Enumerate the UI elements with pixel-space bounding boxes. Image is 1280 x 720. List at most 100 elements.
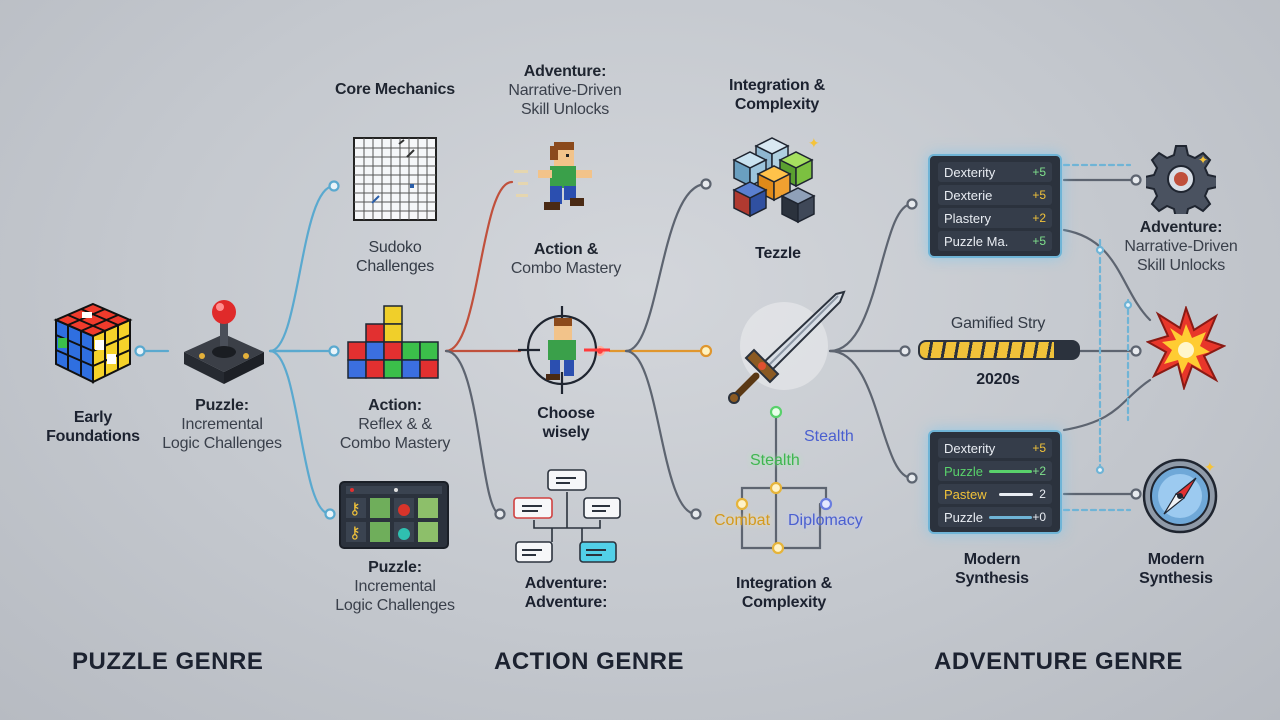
node-progress bbox=[899, 345, 911, 357]
node-dash-b bbox=[1123, 300, 1133, 310]
crosshair-target-icon bbox=[518, 306, 610, 394]
stat-value: +5 bbox=[1032, 165, 1046, 179]
node-sword-in bbox=[699, 344, 713, 358]
skill-line-right bbox=[774, 486, 828, 506]
link-crosshair-cube bbox=[624, 182, 708, 353]
stat-bar bbox=[998, 492, 1033, 496]
svg-text:✦: ✦ bbox=[808, 135, 820, 151]
stat-name: Plastery bbox=[944, 210, 991, 226]
stat-value: +5 bbox=[1032, 441, 1046, 455]
stat-name: Puzzle bbox=[944, 509, 984, 525]
link-sword-panel-top bbox=[828, 202, 914, 353]
category-adventure-genre: ADVENTURE GENRE bbox=[934, 648, 1183, 675]
sudoku-grid-icon bbox=[353, 137, 437, 221]
stat-name: Dexterie bbox=[944, 187, 993, 203]
node-cube bbox=[700, 178, 712, 190]
stat-name: Dexterity bbox=[944, 164, 996, 180]
node-dialog bbox=[494, 508, 506, 520]
node-early bbox=[134, 345, 146, 357]
link-crosshair-tree bbox=[624, 349, 698, 516]
link-top-to-explosion bbox=[1062, 228, 1152, 322]
stat-row: Plastery +2 bbox=[938, 208, 1052, 228]
node-tetris bbox=[328, 345, 340, 357]
sword-icon bbox=[728, 290, 846, 404]
label-core-mechanics: Core Mechanics bbox=[335, 81, 455, 98]
svg-text:⚷: ⚷ bbox=[349, 501, 361, 518]
category-puzzle-genre: PUZZLE GENRE bbox=[72, 648, 264, 675]
stats-panel-top: Dexterity+5 Dexterie+5 Plastery+2 Puzzle… bbox=[928, 154, 1062, 258]
label-gamified-story: Gamified Stry bbox=[950, 315, 1046, 332]
stat-value: +2 bbox=[1032, 211, 1046, 225]
joystick-icon bbox=[184, 300, 264, 384]
story-progress-bar bbox=[918, 340, 1080, 360]
stat-name: Puzzle bbox=[944, 463, 984, 479]
label-year: 2020s bbox=[976, 371, 1020, 388]
link-sword-panel-bottom bbox=[828, 349, 914, 480]
tetris-blocks-icon bbox=[347, 305, 439, 379]
skill-diplomacy: Diplomacy bbox=[788, 512, 863, 529]
stat-row: Dexterity +5 bbox=[938, 438, 1052, 458]
stat-row: Puzzle +2 bbox=[938, 461, 1052, 481]
puzzle-cubes-icon: ✦ bbox=[732, 135, 820, 224]
stat-row: Puzzle Ma. +5 bbox=[938, 231, 1052, 251]
rubiks-cube-icon bbox=[53, 302, 133, 384]
skill-node-combat bbox=[735, 497, 749, 511]
gear-icon: ✦ bbox=[1146, 145, 1216, 214]
skill-combat: Combat bbox=[714, 512, 771, 529]
svg-text:✦: ✦ bbox=[1198, 153, 1208, 167]
node-dash-a bbox=[1095, 245, 1105, 255]
link-tetris-dialog bbox=[444, 349, 502, 516]
label-integration-top: Integration &Complexity bbox=[728, 77, 826, 113]
skill-node-stealth bbox=[769, 481, 783, 495]
skill-node-bottom bbox=[771, 541, 785, 555]
stat-bar bbox=[989, 515, 1033, 519]
stat-name: Puzzle Ma. bbox=[944, 233, 1009, 249]
node-panel-bottom bbox=[906, 472, 918, 484]
link-tetris-runner bbox=[444, 180, 514, 353]
node-panel-top bbox=[906, 198, 918, 210]
stat-bar bbox=[989, 469, 1033, 473]
running-hero-icon bbox=[514, 142, 592, 210]
svg-text:⚷: ⚷ bbox=[349, 525, 361, 542]
link-branch-sudoko bbox=[268, 184, 336, 353]
stat-row: Dexterie+5 bbox=[938, 185, 1052, 205]
compass-icon: ✦ bbox=[1142, 458, 1218, 534]
node-compass bbox=[1130, 488, 1142, 500]
stat-name: Dexterity bbox=[944, 440, 996, 456]
skill-stealth-mid: Stealth bbox=[750, 452, 800, 469]
skill-stealth-top: Stealth bbox=[804, 428, 854, 445]
label-action-combo: Action &Combo Mastery bbox=[510, 241, 622, 277]
skill-node-top bbox=[769, 405, 783, 419]
label-integration-bottom: Integration &Complexity bbox=[735, 575, 833, 611]
stat-value: +2 bbox=[1032, 464, 1046, 478]
node-gear bbox=[1130, 174, 1142, 186]
label-action-reflex: Action:Reflex & &Combo Mastery bbox=[339, 397, 451, 452]
svg-text:✦: ✦ bbox=[1204, 459, 1216, 475]
dialogue-tree-icon bbox=[513, 469, 621, 563]
skill-node-diplomacy bbox=[819, 497, 833, 511]
label-tezzle: Tezzle bbox=[755, 245, 801, 262]
stat-value: 2 bbox=[1039, 487, 1046, 501]
explosion-icon bbox=[1146, 306, 1226, 390]
category-action-genre: ACTION GENRE bbox=[494, 648, 685, 675]
stat-value: +5 bbox=[1032, 234, 1046, 248]
inventory-board-icon: ⚷ ⚷ bbox=[339, 481, 449, 549]
stat-value: +0 bbox=[1032, 510, 1046, 524]
node-tree bbox=[690, 508, 702, 520]
link-branch-inventory bbox=[268, 349, 332, 516]
node-explosion bbox=[1130, 345, 1142, 357]
stat-row: Dexterity +5 bbox=[938, 162, 1052, 182]
node-inventory bbox=[324, 508, 336, 520]
